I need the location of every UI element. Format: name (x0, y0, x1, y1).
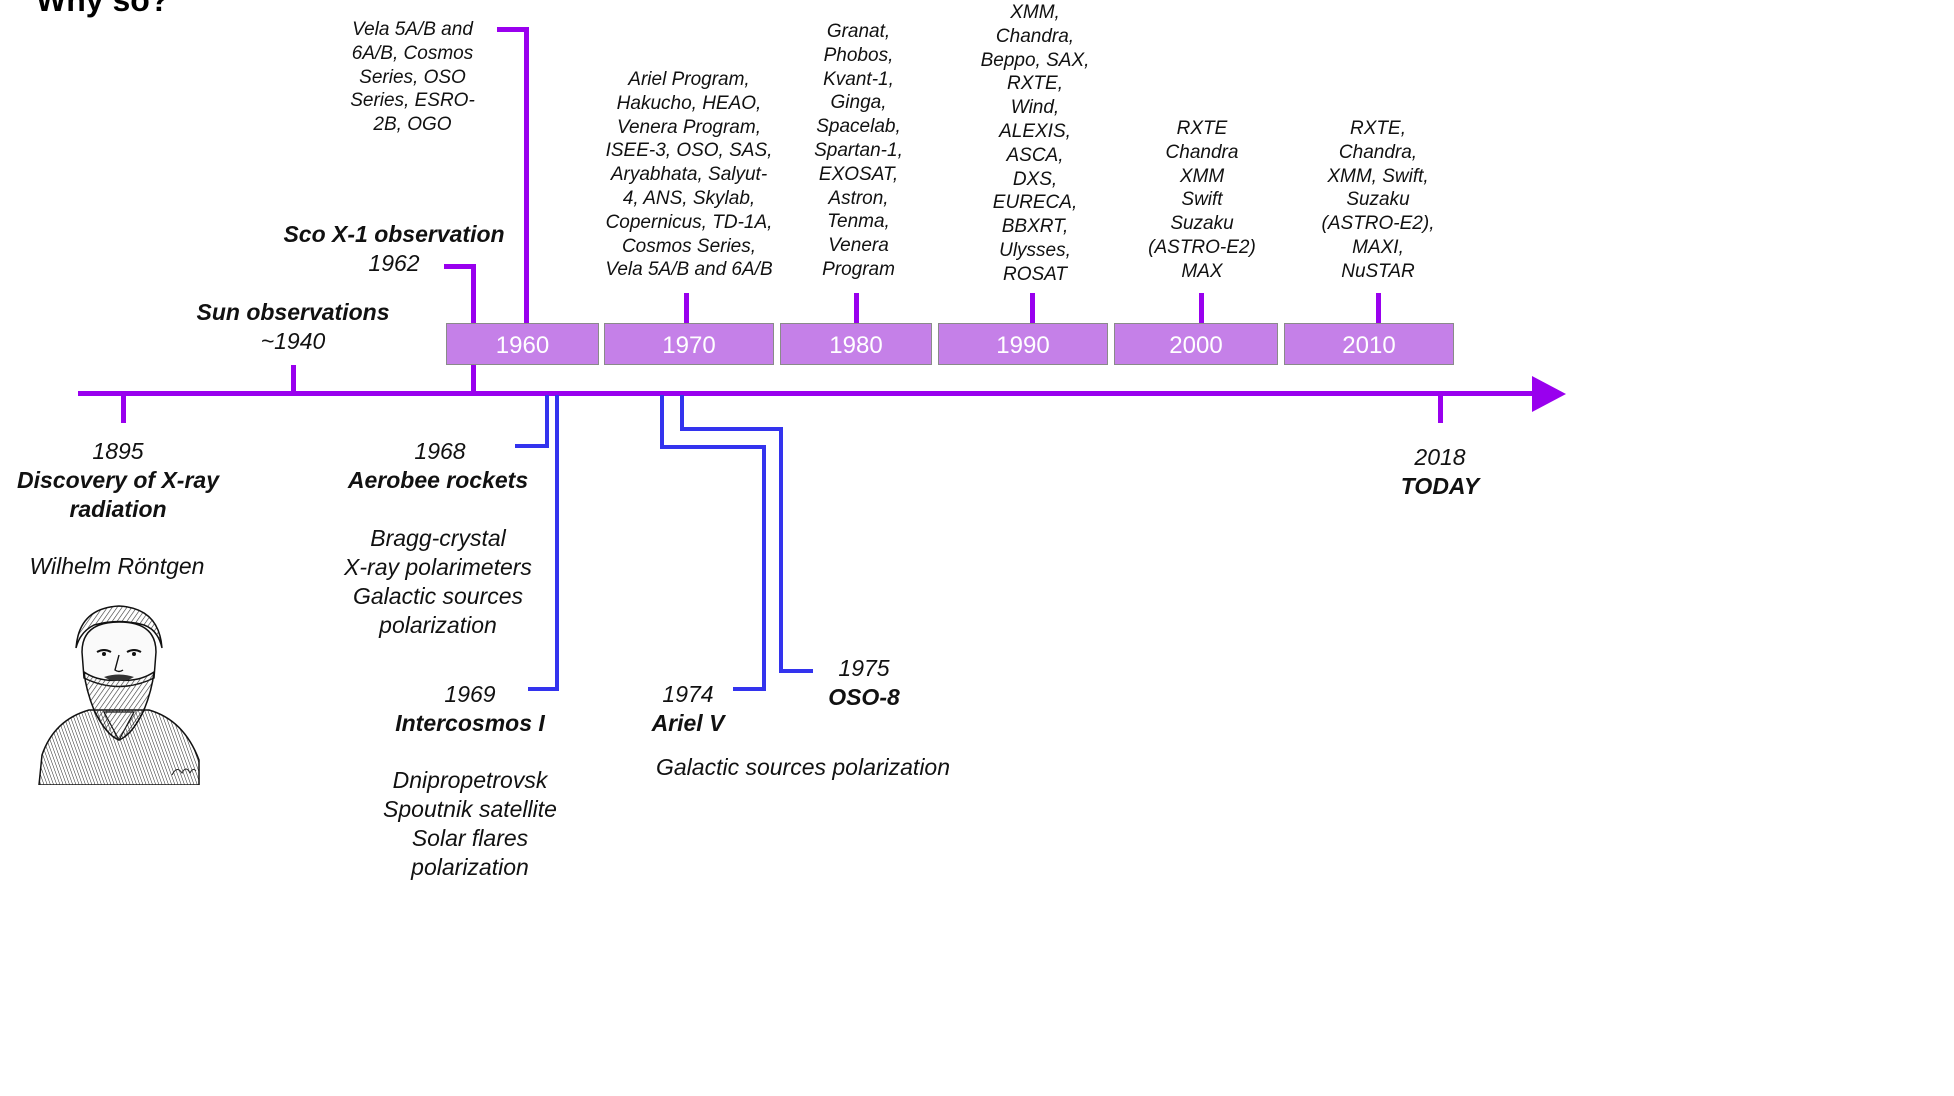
missions-1980: Granat,Phobos,Kvant-1,Ginga,Spacelab,Spa… (814, 21, 903, 280)
ariel-connector-h1 (660, 445, 766, 449)
ariel-connector-h2 (733, 687, 766, 691)
tick-1895 (121, 393, 126, 423)
d1960-connector-horizontal (497, 27, 529, 32)
oso-connector-h1 (680, 427, 783, 431)
aerobee-connector-vertical (545, 395, 549, 448)
d2010-tick (1376, 293, 1381, 323)
oso-connector-h2 (779, 669, 813, 673)
decade-2010: 2010 (1284, 323, 1454, 365)
intercosmos-year: 1969 (444, 681, 496, 707)
decade-1960: 1960 (446, 323, 599, 365)
decade-2000: 2000 (1114, 323, 1278, 365)
ariel-details: Galactic sources polarization (655, 754, 951, 780)
d1970-tick (684, 293, 689, 323)
sun-year: ~1940 (260, 328, 326, 354)
intercosmos-title: Intercosmos I (395, 710, 545, 736)
missions-1970: Ariel Program,Hakucho, HEAO,Venera Progr… (605, 69, 773, 281)
sco-title: Sco X-1 observation (283, 221, 505, 247)
aerobee-title: Aerobee rockets (347, 467, 529, 493)
ariel-year: 1974 (662, 681, 714, 707)
timeline-arrowhead (1532, 376, 1566, 412)
missions-2010: RXTE,Chandra,XMM, Swift,Suzaku(ASTRO-E2)… (1321, 118, 1435, 282)
decade-1970: 1970 (604, 323, 774, 365)
decade-1980: 1980 (780, 323, 932, 365)
decade-1990: 1990 (938, 323, 1108, 365)
page-title: Why so? (36, 0, 170, 18)
d1960-connector-vertical (524, 27, 529, 325)
xray-person: Wilhelm Röntgen (29, 553, 205, 579)
d2000-tick (1199, 293, 1204, 323)
today-title: TODAY (1400, 473, 1480, 499)
oso-year: 1975 (838, 655, 890, 681)
d1980-tick (854, 293, 859, 323)
sco-year: 1962 (368, 250, 420, 276)
tick-1940 (291, 365, 296, 395)
ariel-connector-v1 (660, 395, 664, 449)
ariel-title: Ariel V (651, 710, 725, 736)
tick-2018 (1438, 393, 1443, 423)
oso-connector-v2 (779, 427, 783, 673)
sun-title: Sun observations (196, 299, 390, 325)
roentgen-portrait (38, 605, 200, 785)
oso-title: OSO-8 (828, 684, 900, 710)
d1990-tick (1030, 293, 1035, 323)
today-year: 2018 (1414, 444, 1466, 470)
xray-year: 1895 (92, 438, 144, 464)
aerobee-year: 1968 (414, 438, 466, 464)
aerobee-connector-horizontal (515, 444, 549, 448)
ariel-connector-v2 (762, 445, 766, 691)
oso-connector-v1 (680, 395, 684, 431)
timeline-axis (78, 391, 1538, 396)
intercosmos-connector-vertical (555, 395, 559, 691)
missions-1990: XMM,Chandra,Beppo, SAX,RXTE,Wind,ALEXIS,… (980, 2, 1090, 285)
sco-connector-horizontal (444, 264, 476, 269)
intercosmos-connector-horizontal (528, 687, 559, 691)
